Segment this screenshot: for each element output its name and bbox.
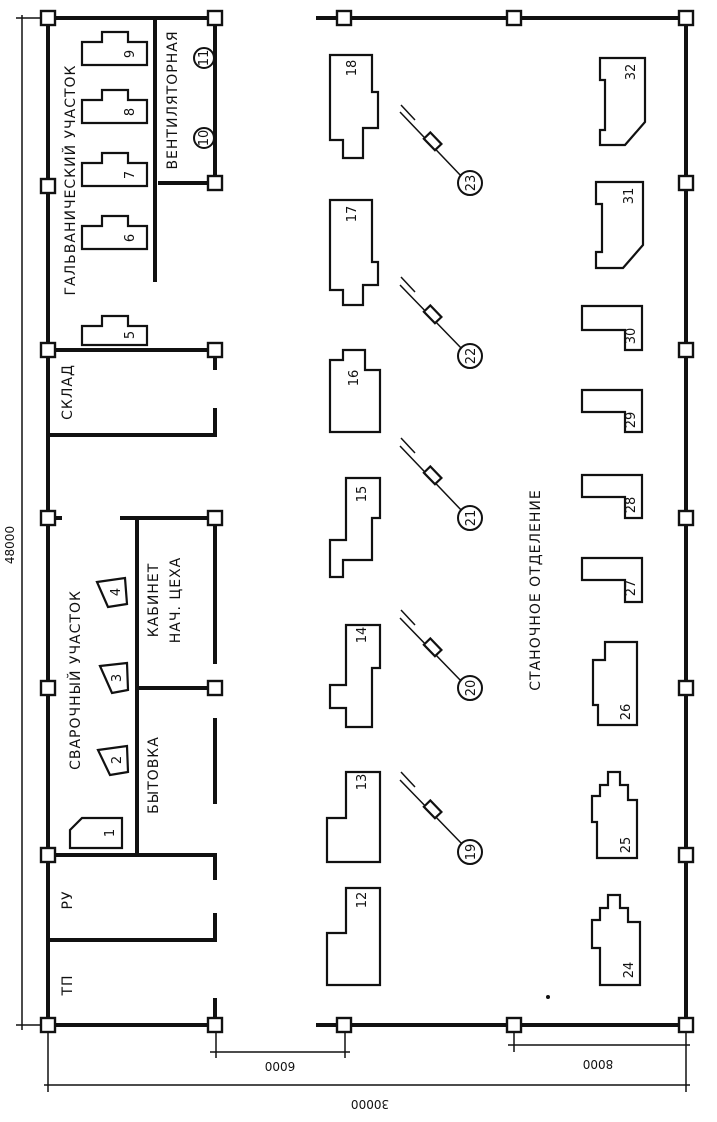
machine-number: 29 <box>624 412 639 429</box>
machine-25: 25 <box>590 770 639 860</box>
machine-number: 18 <box>345 60 360 77</box>
machine-number: 21 <box>464 510 479 527</box>
machine-24: 24 <box>590 893 642 987</box>
machine-17: 17 <box>328 198 380 307</box>
fan-11: 11 <box>193 47 215 69</box>
machine-number: 1 <box>103 829 118 837</box>
machine-number: 5 <box>123 331 138 339</box>
dimension-lines <box>16 15 690 1092</box>
machine-number: 28 <box>624 497 639 514</box>
label-welding: СВАРОЧНЫЙ УЧАСТОК <box>66 590 84 770</box>
label-tp: ТП <box>60 974 76 996</box>
machine-number: 13 <box>355 774 370 791</box>
machine-number: 26 <box>619 704 634 721</box>
machine-31: 31 <box>594 180 645 270</box>
machine-number: 6 <box>123 234 138 242</box>
machine-5: 5 <box>80 314 149 347</box>
machine-20: 20 <box>399 609 483 701</box>
machine-3: 3 <box>98 661 130 695</box>
machine-26: 26 <box>591 640 639 727</box>
building-columns <box>39 9 695 1034</box>
interior-walls <box>46 16 217 1027</box>
machine-14: 14 <box>328 623 382 729</box>
dim-length: 48000 <box>3 526 17 564</box>
machine-32: 32 <box>598 56 647 147</box>
machine-number: 17 <box>345 206 360 223</box>
machine-12: 12 <box>325 886 382 987</box>
machine-29: 29 <box>580 388 644 434</box>
machine-22: 22 <box>399 276 483 369</box>
machine-number: 24 <box>622 962 637 979</box>
label-ventilation: ВЕНТИЛЯТОРНАЯ <box>165 30 181 169</box>
machine-number: 3 <box>110 674 125 682</box>
machine-number: 30 <box>624 328 639 345</box>
machine-number: 10 <box>197 130 212 147</box>
label-office-1: КАБИНЕТ <box>146 563 162 638</box>
machine-15: 15 <box>328 476 382 579</box>
machine-28: 28 <box>580 473 644 520</box>
machine-21: 21 <box>399 437 483 531</box>
label-household: БЫТОВКА <box>146 736 162 814</box>
dim-width: 30000 <box>351 1097 389 1111</box>
machine-number: 22 <box>464 348 479 365</box>
machine-number: 20 <box>464 680 479 697</box>
machine-7: 7 <box>80 151 149 188</box>
machine-number: 12 <box>355 892 370 909</box>
machine-number: 31 <box>622 188 637 205</box>
fan-10: 10 <box>193 127 215 149</box>
label-ru: РУ <box>60 891 76 910</box>
machine-number: 27 <box>624 580 639 597</box>
machine-number: 4 <box>109 588 124 596</box>
dim-span: 8000 <box>583 1057 614 1071</box>
machine-1: 1 <box>68 816 124 850</box>
machine-2: 2 <box>96 744 130 777</box>
machine-18: 18 <box>328 53 380 160</box>
machine-27: 27 <box>580 556 644 604</box>
machine-number: 8 <box>123 108 138 116</box>
label-warehouse: СКЛАД <box>60 364 76 420</box>
machine-8: 8 <box>80 88 149 125</box>
machine-number: 25 <box>619 837 634 854</box>
machine-number: 14 <box>355 627 370 644</box>
machine-9: 9 <box>80 30 149 67</box>
machine-6: 6 <box>80 214 149 251</box>
machine-number: 16 <box>347 370 362 387</box>
marker-dot <box>546 995 550 999</box>
machine-number: 7 <box>123 171 138 179</box>
machine-number: 15 <box>355 486 370 503</box>
dim-bay: 6000 <box>265 1059 296 1073</box>
machine-number: 9 <box>123 50 138 58</box>
machine-13: 13 <box>325 770 382 864</box>
machine-19: 19 <box>399 771 483 865</box>
machine-number: 23 <box>464 175 479 192</box>
machine-16: 16 <box>328 348 382 434</box>
label-machine-shop: СТАНОЧНОЕ ОТДЕЛЕНИЕ <box>528 489 544 690</box>
machine-4: 4 <box>95 576 129 609</box>
machine-number: 2 <box>110 756 125 764</box>
machine-number: 32 <box>624 64 639 81</box>
machine-23: 23 <box>399 104 483 196</box>
machine-30: 30 <box>580 304 644 352</box>
label-galvanic: ГАЛЬВАНИЧЕСКИЙ УЧАСТОК <box>61 65 79 296</box>
machine-number: 19 <box>464 844 479 861</box>
label-office-2: НАЧ. ЦЕХА <box>168 557 184 644</box>
machine-number: 11 <box>197 50 212 67</box>
